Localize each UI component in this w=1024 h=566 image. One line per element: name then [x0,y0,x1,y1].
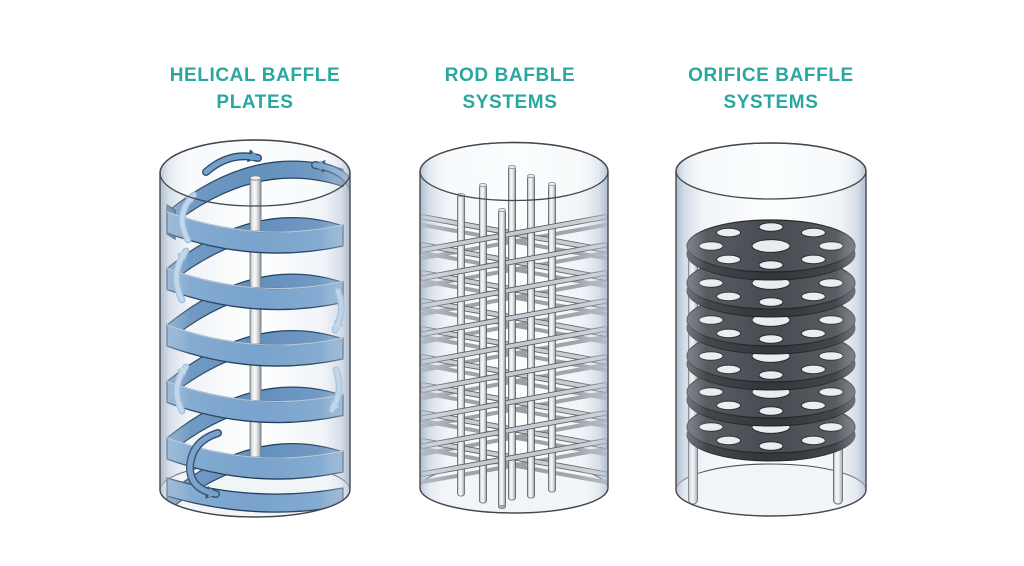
cylinder-glass-sheen [676,143,866,516]
panel-title-rod: ROD BAFBLE SYSTEMS [385,62,635,116]
title-line-1: ORIFICE BAFFLE [688,65,854,86]
panel-title-helical: HELICAL BAFFLE PLATES [130,62,380,116]
title-line-2: SYSTEMS [462,92,558,113]
title-line-1: ROD BAFBLE [444,65,576,86]
orifice-baffle-illustration [675,142,867,517]
rod-baffle-illustration [419,141,609,514]
panel-orifice-baffle-systems: ORIFICE BAFFLE SYSTEMS [646,0,896,566]
cylinder-rim [419,141,609,202]
title-line-2: PLATES [216,92,294,113]
helical-baffle-illustration [159,139,351,518]
cylinder-rim [159,139,351,207]
cylinder-glass-sheen [420,142,608,513]
panel-rod-baffle-systems: ROD BAFBLE SYSTEMS [385,0,635,566]
title-line-1: HELICAL BAFFLE [169,65,341,86]
cylinder-rim [675,142,867,200]
panel-helical-baffle-plates: HELICAL BAFFLE PLATES [130,0,380,566]
cylinder-glass-sheen [160,140,350,517]
title-line-2: SYSTEMS [723,92,819,113]
panel-title-orifice: ORIFICE BAFFLE SYSTEMS [646,62,896,116]
